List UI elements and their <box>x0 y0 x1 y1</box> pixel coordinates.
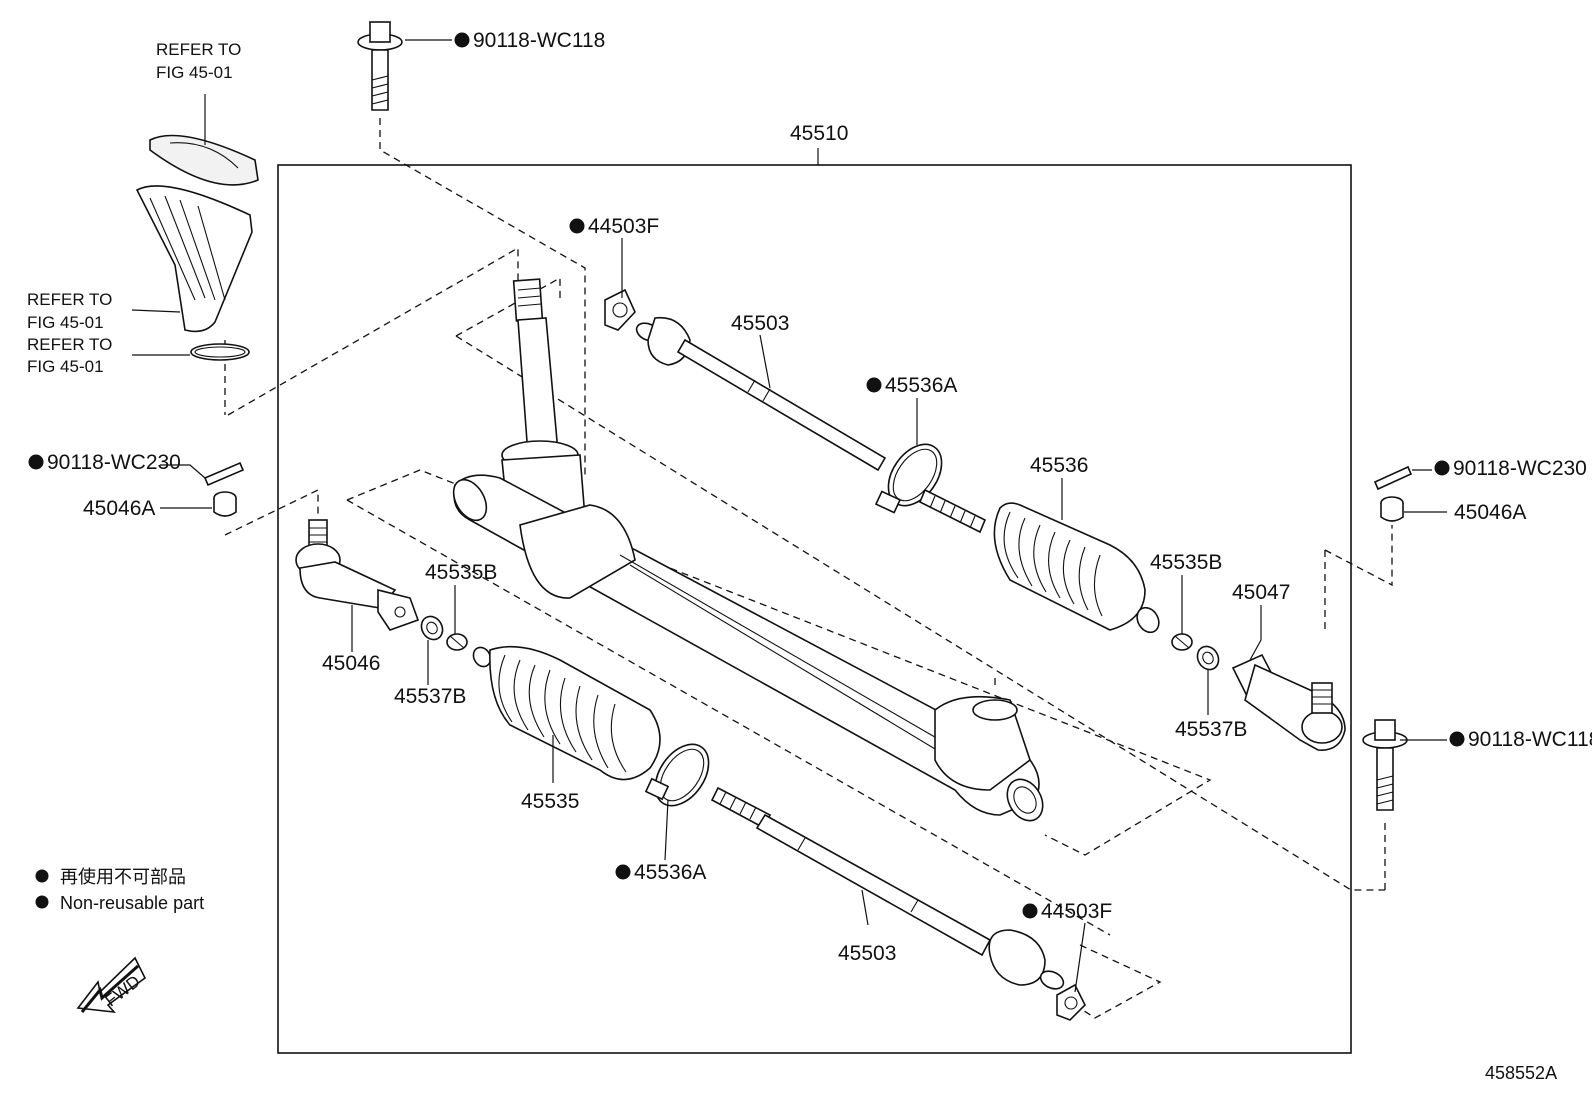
leader-lines <box>131 39 1447 993</box>
tie-rod-bottom-part <box>710 786 1065 990</box>
callout-locknut-right: 45537B <box>1175 718 1247 741</box>
tie-rod-top-part <box>635 316 887 472</box>
legend-line-en: Non-reusable part <box>60 893 204 913</box>
callout-washer-bottom: 44503F <box>1041 900 1112 923</box>
nonreusable-dot <box>1434 460 1450 476</box>
callout-clamp-top: 45536A <box>885 374 957 397</box>
refer-note-1-line2: FIG 45-01 <box>156 63 233 82</box>
nonreusable-dot <box>28 454 44 470</box>
nonreusable-dot <box>1022 903 1038 919</box>
dashed-guide-lines <box>224 118 1393 1019</box>
legend-dot <box>35 869 49 883</box>
castle-nut-left-part <box>213 491 237 517</box>
callout-nut-right: 45046A <box>1454 501 1526 524</box>
nonreusable-dot <box>569 218 585 234</box>
refer-note-3-line2: FIG 45-01 <box>27 357 104 376</box>
assembly-number-label: 45510 <box>790 122 848 145</box>
callout-rod-bottom: 45503 <box>838 942 896 965</box>
cotter-pin-right-part <box>1373 465 1413 491</box>
castle-nut-right-part <box>1380 496 1404 522</box>
claw-washer-top-part <box>604 288 636 331</box>
cotter-pin-left-part <box>203 461 245 487</box>
refer-note-2-line1: REFER TO <box>27 290 112 309</box>
legend: 再使用不可部品 Non-reusable part <box>35 867 204 913</box>
callout-tie-end-right: 45047 <box>1232 581 1290 604</box>
nonreusable-dot <box>454 32 470 48</box>
refer-note-1-line1: REFER TO <box>156 40 241 59</box>
column-seal-parts <box>135 134 259 361</box>
bolt-right-part <box>1362 719 1408 811</box>
callout-pin-right: 90118-WC230 <box>1453 457 1587 480</box>
non-reusable-markers <box>28 32 1465 919</box>
callout-boot-top: 45536 <box>1030 454 1088 477</box>
figure-code: 458552A <box>1485 1063 1557 1083</box>
clip-right-part <box>1171 633 1193 651</box>
clamp-bottom-part <box>644 743 710 807</box>
legend-line-jp: 再使用不可部品 <box>60 867 186 887</box>
refer-note-2-line2: FIG 45-01 <box>27 313 104 332</box>
callout-clamp-bottom: 45536A <box>634 861 706 884</box>
callout-bolt-top: 90118-WC118 <box>473 29 605 52</box>
boot-bottom-part <box>472 645 661 781</box>
nonreusable-dot <box>1449 731 1465 747</box>
refer-note-3-line1: REFER TO <box>27 335 112 354</box>
callout-tie-end-left: 45046 <box>322 652 380 675</box>
boot-top-part <box>993 502 1160 634</box>
tie-rod-end-right-part <box>1231 653 1346 751</box>
bolt-top-part <box>357 21 403 111</box>
callout-pin-left: 90118-WC230 <box>47 451 181 474</box>
tie-rod-end-left-part <box>295 519 420 631</box>
callout-clip-right: 45535B <box>1150 551 1222 574</box>
callout-bolt-right: 90118-WC118 <box>1468 728 1592 751</box>
locknut-right-part <box>1196 645 1220 671</box>
claw-washer-bottom-part <box>1056 983 1086 1021</box>
legend-dot <box>35 895 49 909</box>
callout-clip-left: 45535B <box>425 561 497 584</box>
callout-boot-bottom: 45535 <box>521 790 579 813</box>
callout-locknut-left: 45537B <box>394 685 466 708</box>
fwd-arrow-icon: FWD <box>76 956 147 1014</box>
nonreusable-dot <box>615 864 631 880</box>
callout-rod-top: 45503 <box>731 312 789 335</box>
threaded-rod-top-part <box>918 488 987 534</box>
assembly-frame <box>277 164 1352 1054</box>
callout-nut-left: 45046A <box>83 497 155 520</box>
callout-washer-top: 44503F <box>588 215 659 238</box>
steering-gear-housing-part <box>452 278 1044 822</box>
locknut-left-part <box>420 615 444 641</box>
clip-left-part <box>446 633 468 651</box>
nonreusable-dot <box>866 377 882 393</box>
clamp-top-part <box>874 443 943 514</box>
